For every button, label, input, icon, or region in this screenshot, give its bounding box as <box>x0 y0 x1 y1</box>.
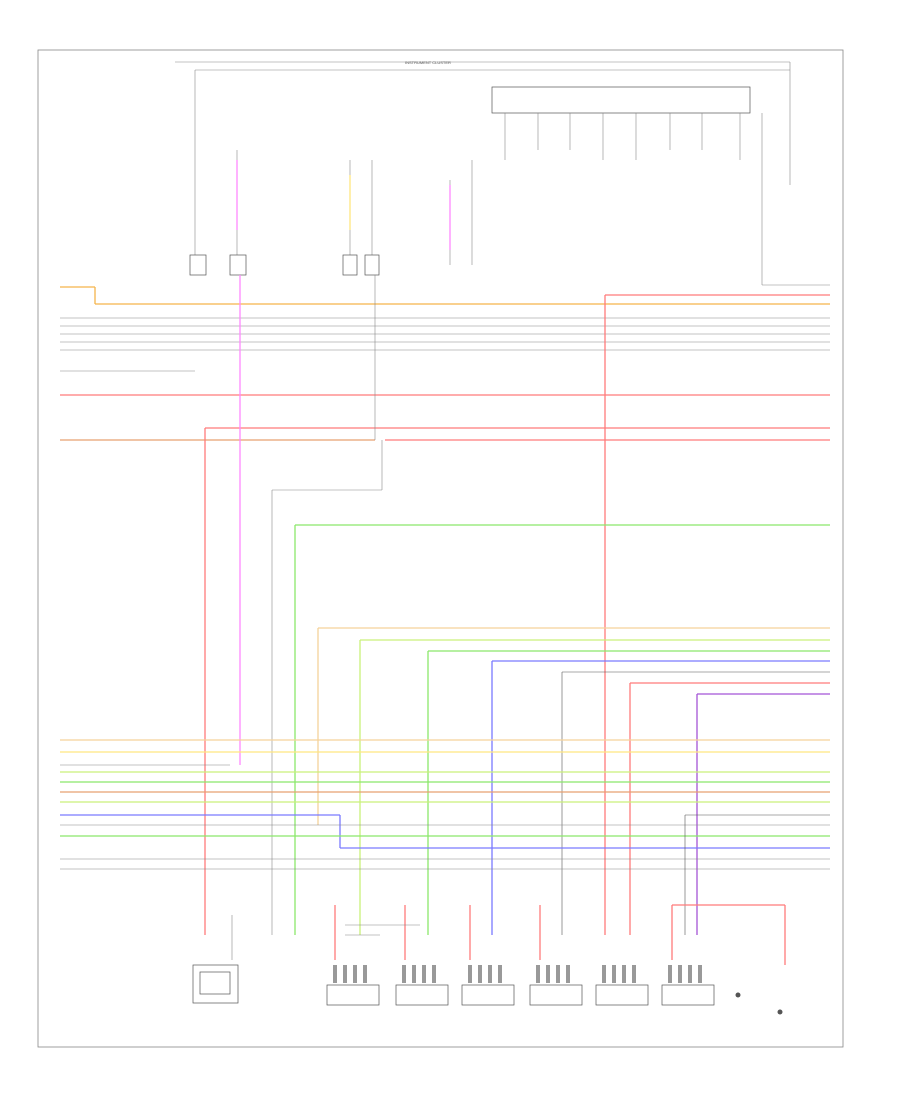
component-connector-5 <box>595 984 649 1006</box>
connector-pins <box>333 965 702 983</box>
ground-point-1 <box>735 992 741 998</box>
diagram-frame <box>37 49 844 1048</box>
component-connector-2 <box>395 984 449 1006</box>
bottom-components <box>192 964 783 1015</box>
horizontal-bus-middle <box>317 627 830 935</box>
bottom-stubs <box>231 904 786 965</box>
component-lamp-2 <box>229 254 247 276</box>
ground-point-2 <box>777 1009 783 1015</box>
horizontal-bus-upper <box>60 286 830 441</box>
cluster-module-box <box>491 86 751 114</box>
component-lamp-1 <box>189 254 207 276</box>
component-connector-4 <box>529 984 583 1006</box>
cluster-switches <box>504 113 741 160</box>
component-lamp-4 <box>364 254 380 276</box>
component-module-a-inner <box>199 971 231 995</box>
component-connector-1 <box>326 984 380 1006</box>
horizontal-bus-lower <box>60 739 830 935</box>
header-label: INSTRUMENT CLUSTER <box>405 60 451 65</box>
component-lamp-3 <box>342 254 358 276</box>
component-connector-3 <box>461 984 515 1006</box>
component-connector-6 <box>661 984 715 1006</box>
vertical-wires-middle <box>60 275 830 935</box>
